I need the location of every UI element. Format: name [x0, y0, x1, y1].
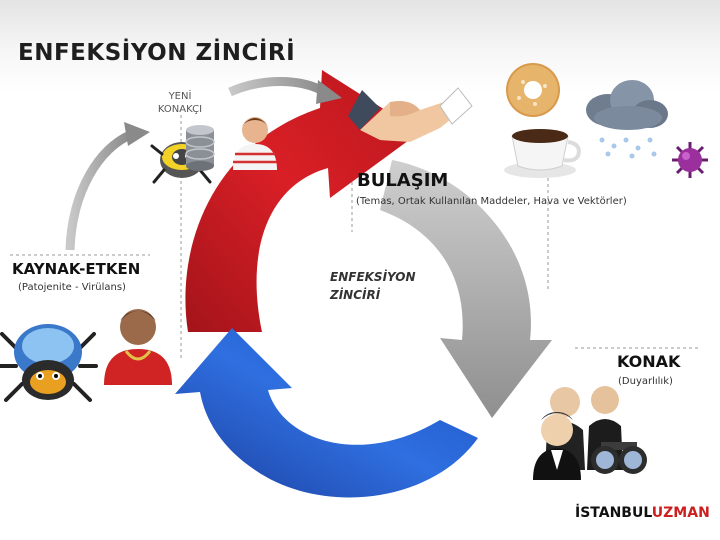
binoculars-icon [591, 442, 647, 474]
rain-cloud-icon [586, 80, 668, 159]
host-label: KONAK [617, 352, 681, 371]
gray-cycle-arrow [380, 160, 552, 418]
small-arrow-newhost-to-transmission [228, 77, 328, 97]
people-group-icon [533, 386, 647, 480]
source-subtitle: (Patojenite - Virülans) [18, 282, 126, 293]
person-icon-new-host [233, 117, 277, 170]
new-host-label: YENİ KONAKÇI [150, 90, 210, 116]
small-arrow-head-1 [124, 122, 150, 146]
dashed-guides [10, 115, 700, 360]
virus-icon [672, 142, 708, 178]
new-host-label-line1: YENİ [168, 91, 192, 102]
brand-part1: İSTANBUL [575, 505, 652, 521]
man-front [533, 412, 581, 480]
center-label-line2: ZİNCİRİ [330, 288, 381, 302]
host-subtitle: (Duyarlılık) [618, 376, 673, 387]
transmission-label: BULAŞIM [357, 170, 449, 191]
red-cycle-arrow [185, 70, 420, 332]
transmission-subtitle: (Temas, Ortak Kullanılan Maddeler, Hava … [356, 196, 627, 207]
coffee-cup-icon [504, 129, 581, 178]
source-label: KAYNAK-ETKEN [12, 260, 141, 278]
center-label: ENFEKSİYON ZİNCİRİ [330, 268, 416, 304]
person-icon-source [104, 309, 172, 385]
title-band [0, 0, 720, 92]
small-arrow-source-to-newhost [65, 130, 132, 251]
database-icon [185, 125, 215, 171]
small-arrow-head-2 [316, 80, 342, 104]
brand-part2: UZMAN [651, 505, 710, 521]
page-title: ENFEKSİYON ZİNCİRİ [18, 40, 296, 66]
handshake-icon [348, 87, 473, 142]
blue-cycle-arrow [175, 328, 478, 498]
brand-logo: İSTANBULUZMAN [575, 505, 710, 521]
pathogen-icon-large [0, 324, 98, 402]
center-label-line1: ENFEKSİYON [330, 270, 416, 284]
new-host-label-line2: KONAKÇI [157, 104, 203, 115]
donut-icon [506, 63, 560, 117]
